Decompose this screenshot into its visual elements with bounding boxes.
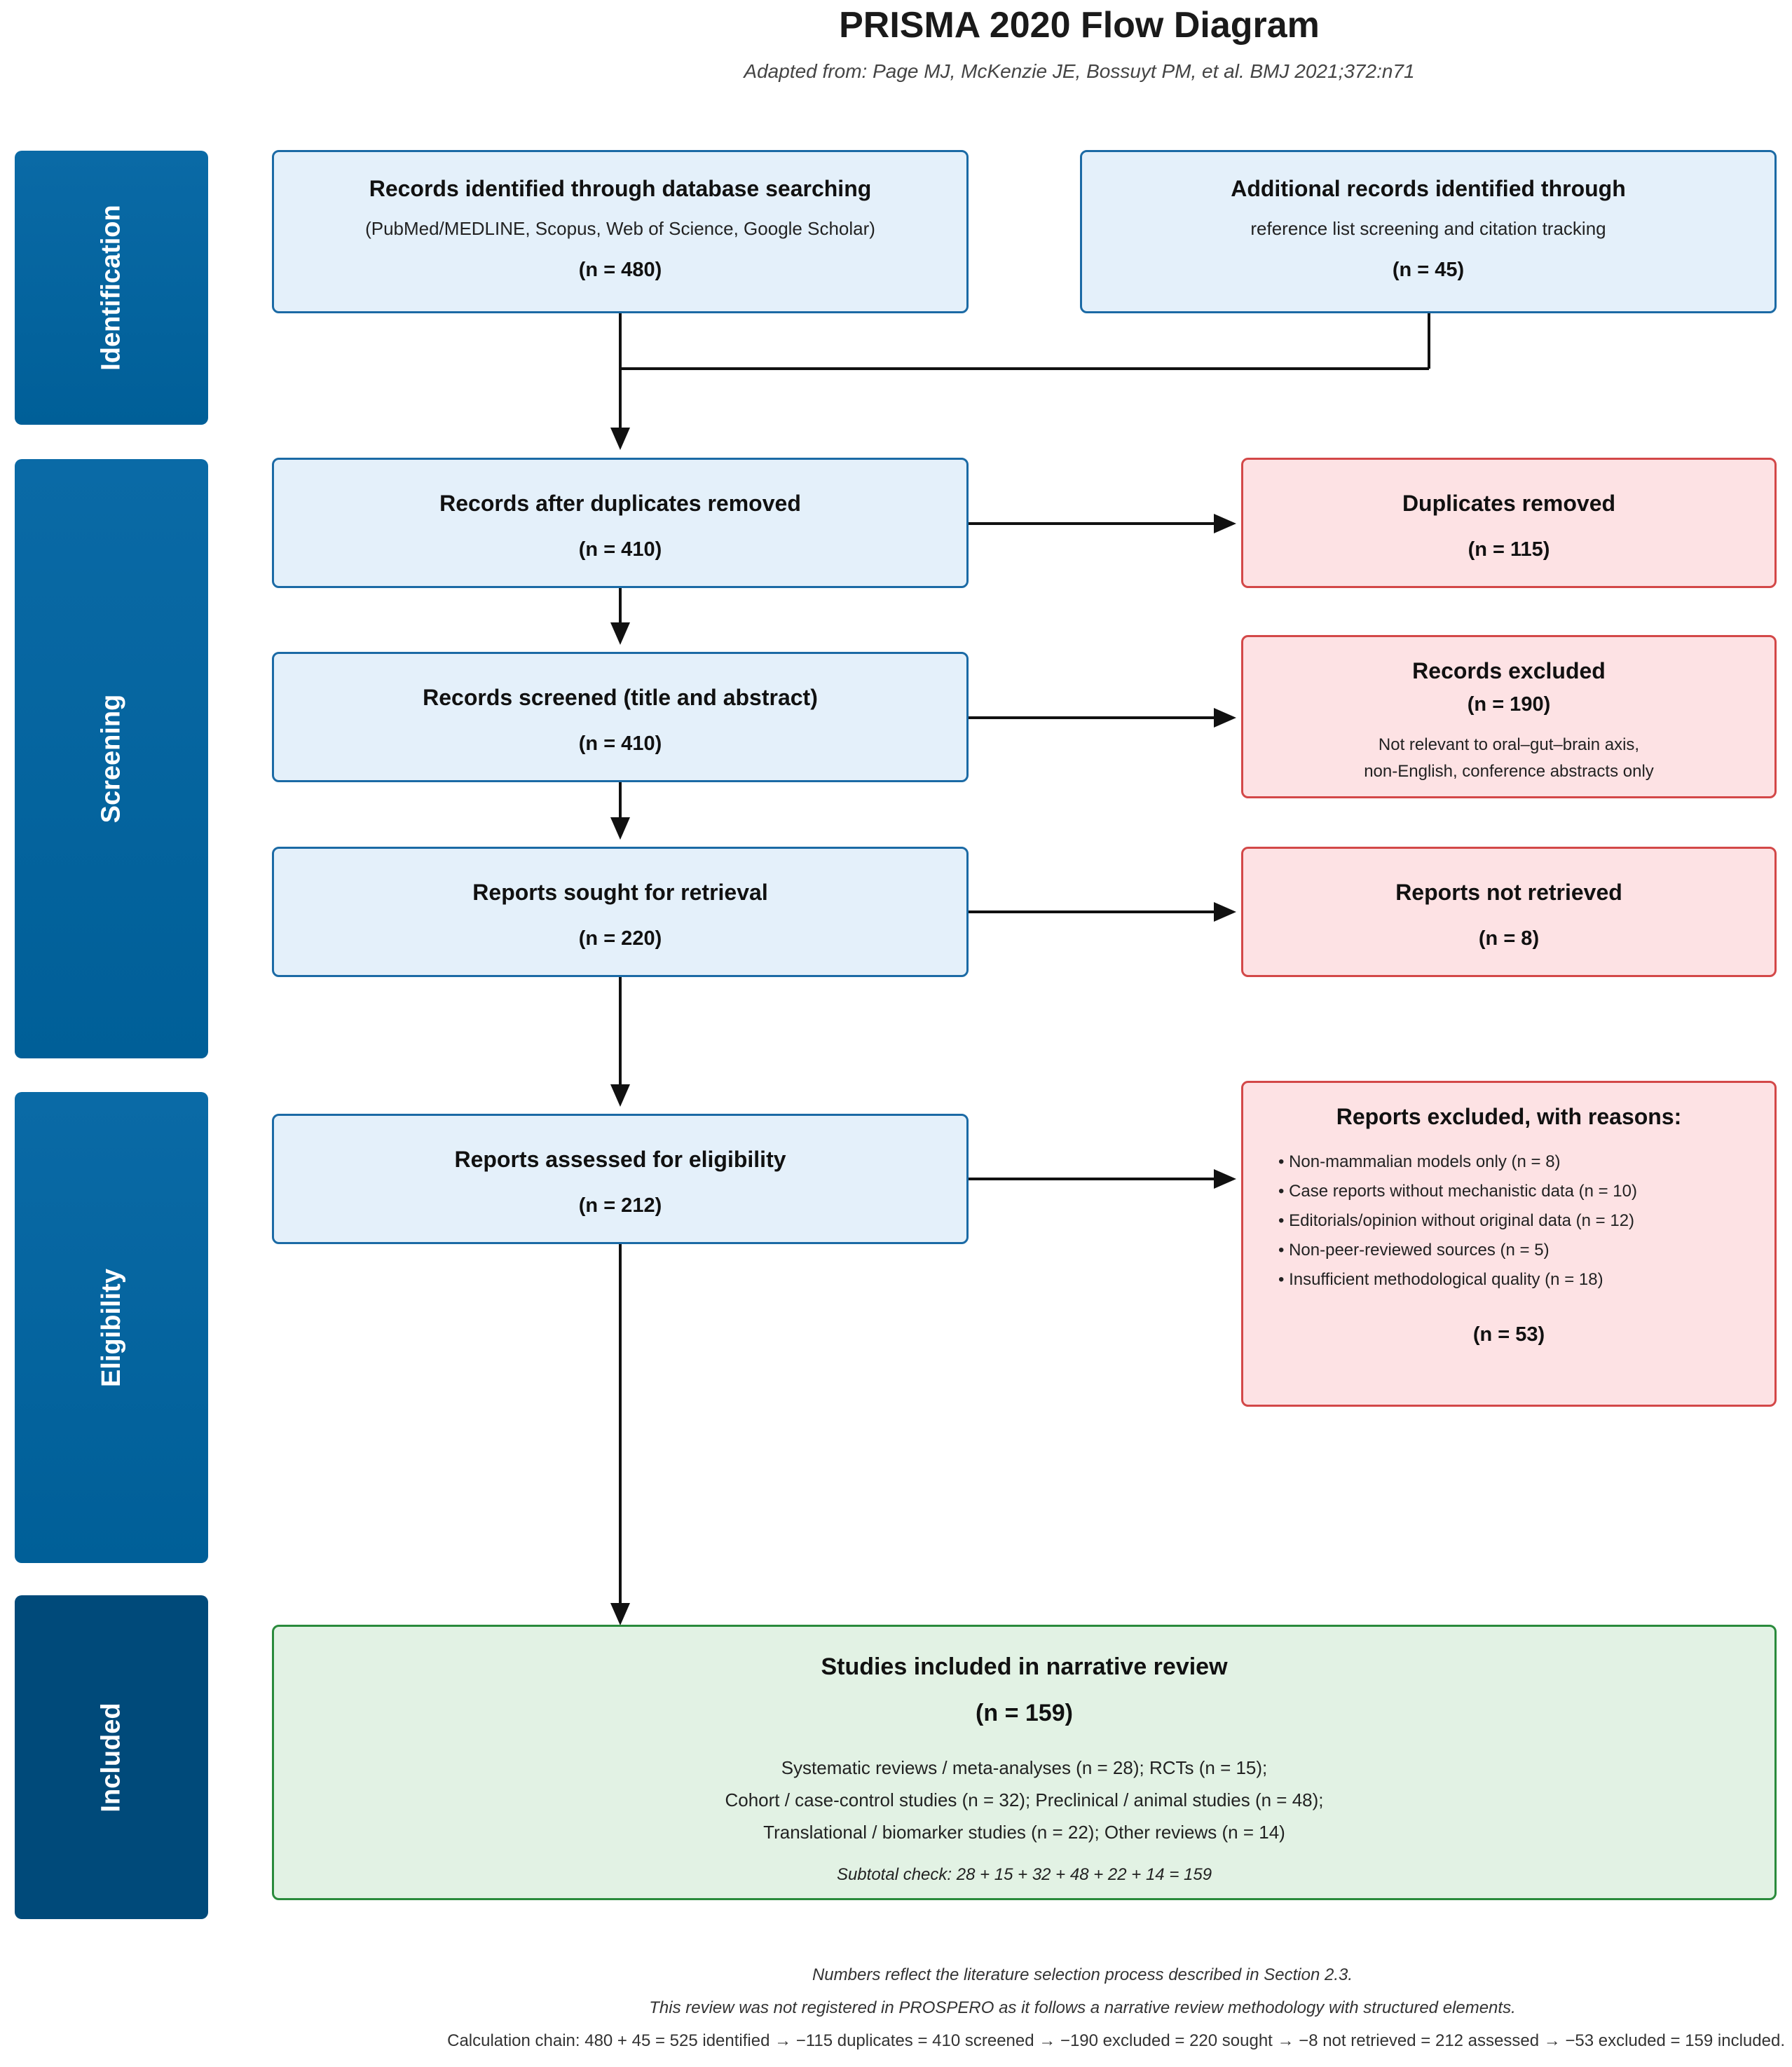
arrowhead-duplicates-removed <box>1214 514 1236 533</box>
box-after-duplicates: Records after duplicates removed (n = 41… <box>272 458 969 588</box>
box-title: Records identified through database sear… <box>369 176 872 201</box>
box-count: (n = 190) <box>1467 693 1551 716</box>
box-studies-included: Studies included in narrative review (n … <box>272 1625 1777 1900</box>
arrowhead-assessed <box>610 1084 630 1107</box>
box-title: Studies included in narrative review <box>821 1653 1228 1680</box>
exclusion-reason: • Non-mammalian models only (n = 8) <box>1278 1152 1561 1171</box>
exclusion-reason: • Editorials/opinion without original da… <box>1278 1211 1635 1230</box>
box-title: Additional records identified through <box>1231 176 1626 201</box>
box-detail: reference list screening and citation tr… <box>1250 218 1606 239</box>
exclusion-reason: • Case reports without mechanistic data … <box>1278 1182 1637 1201</box>
arrowhead-sought <box>610 817 630 840</box>
box-detail: non-English, conference abstracts only <box>1364 762 1654 781</box>
box-title: Records screened (title and abstract) <box>423 685 818 710</box>
arrowhead-after-duplicates <box>610 428 630 450</box>
box-reports-excluded: Reports excluded, with reasons: • Non-ma… <box>1241 1081 1777 1407</box>
box-title: Records after duplicates removed <box>439 491 801 516</box>
box-count: (n = 212) <box>578 1194 662 1217</box>
footer-calculation-chain: Calculation chain: 480 + 45 = 525 identi… <box>447 2031 1785 2050</box>
box-count: (n = 410) <box>578 732 662 755</box>
box-reports-sought: Reports sought for retrieval (n = 220) <box>272 847 969 977</box>
exclusion-reason: • Insufficient methodological quality (n… <box>1278 1270 1603 1289</box>
study-types-line: Translational / biomarker studies (n = 2… <box>763 1822 1285 1843</box>
study-types-line: Cohort / case-control studies (n = 32); … <box>725 1789 1324 1810</box>
box-count: (n = 45) <box>1392 259 1465 281</box>
box-title: Reports not retrieved <box>1395 880 1622 905</box>
box-reports-assessed: Reports assessed for eligibility (n = 21… <box>272 1114 969 1244</box>
box-count: (n = 115) <box>1468 538 1550 561</box>
box-title: Reports excluded, with reasons: <box>1336 1104 1682 1129</box>
exclusion-reasons-list: • Non-mammalian models only (n = 8) • Ca… <box>1278 1147 1753 1295</box>
phase-included: Included <box>15 1595 208 1919</box>
arrowhead-screened <box>610 622 630 645</box>
diagram-subtitle: Adapted from: Page MJ, McKenzie JE, Boss… <box>744 60 1415 82</box>
subtotal-check: Subtotal check: 28 + 15 + 32 + 48 + 22 +… <box>836 1865 1212 1884</box>
box-count: (n = 53) <box>1472 1323 1545 1346</box>
box-records-excluded: Records excluded (n = 190) Not relevant … <box>1241 635 1777 798</box>
arrowhead-not-retrieved <box>1214 902 1236 922</box>
phase-eligibility: Eligibility <box>15 1092 208 1563</box>
box-count: (n = 8) <box>1478 927 1540 950</box>
box-title: Reports assessed for eligibility <box>454 1147 786 1172</box>
box-database-search: Records identified through database sear… <box>272 150 969 313</box>
phase-identification: Identification <box>15 151 208 425</box>
arrowhead-reports-excluded <box>1214 1169 1236 1189</box>
arrowhead-records-excluded <box>1214 708 1236 728</box>
box-count: (n = 480) <box>578 259 662 281</box>
box-count: (n = 220) <box>578 927 662 950</box>
box-duplicates-removed: Duplicates removed (n = 115) <box>1241 458 1777 588</box>
box-title: Records excluded <box>1412 658 1606 683</box>
arrowhead-included <box>610 1603 630 1625</box>
box-reports-not-retrieved: Reports not retrieved (n = 8) <box>1241 847 1777 977</box>
box-records-screened: Records screened (title and abstract) (n… <box>272 652 969 782</box>
exclusion-reason: • Non-peer-reviewed sources (n = 5) <box>1278 1241 1550 1260</box>
box-count: (n = 159) <box>976 1700 1073 1726</box>
footer-note-selection: Numbers reflect the literature selection… <box>812 1965 1353 1984</box>
box-title: Duplicates removed <box>1402 491 1616 516</box>
phase-screening: Screening <box>15 459 208 1058</box>
box-detail: (PubMed/MEDLINE, Scopus, Web of Science,… <box>365 218 875 239</box>
study-types-line: Systematic reviews / meta-analyses (n = … <box>781 1757 1268 1778</box>
box-detail: Not relevant to oral–gut–brain axis, <box>1378 735 1640 754</box>
diagram-title: PRISMA 2020 Flow Diagram <box>839 5 1320 46</box>
box-title: Reports sought for retrieval <box>472 880 768 905</box>
footer-note-registration: This review was not registered in PROSPE… <box>649 1998 1516 2017</box>
box-additional-records: Additional records identified through re… <box>1080 150 1777 313</box>
box-count: (n = 410) <box>578 538 662 561</box>
